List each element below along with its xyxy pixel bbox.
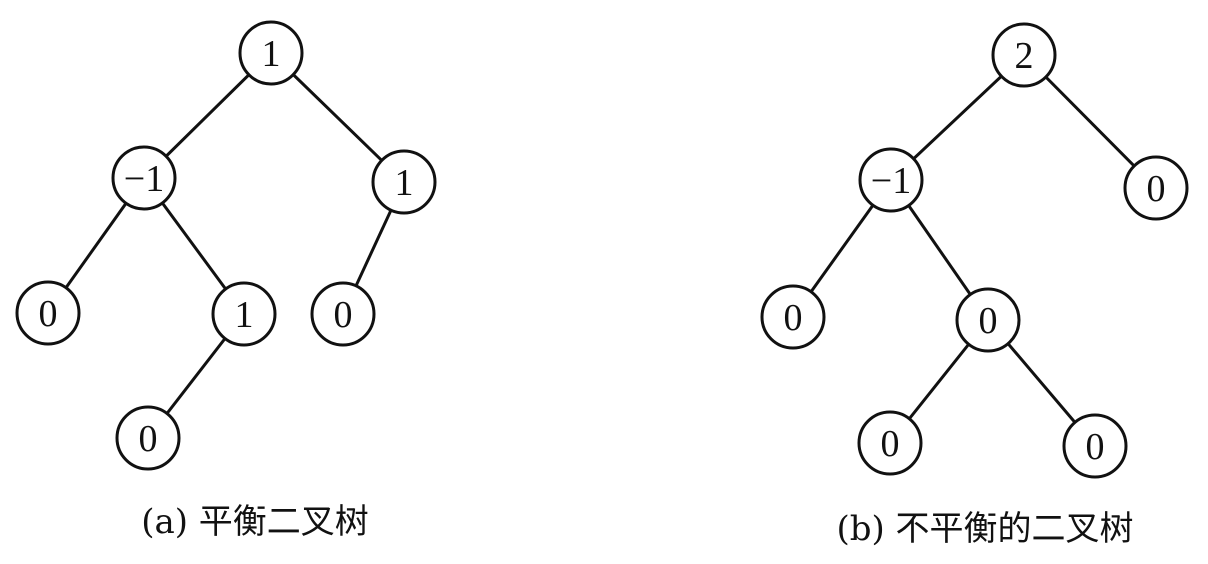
- node-balance-label: −1: [871, 160, 911, 202]
- tree-node-a5: 1: [211, 281, 277, 347]
- node-balance-label: 0: [334, 294, 353, 336]
- node-balance-label: 2: [1015, 35, 1034, 77]
- tree-node-a2: −1: [111, 145, 177, 211]
- tree-node-b5: 0: [955, 287, 1021, 353]
- node-circle: [858, 147, 924, 213]
- node-balance-label: 0: [139, 418, 158, 460]
- tree-node-a7: 0: [115, 405, 181, 471]
- node-balance-label: 1: [262, 33, 281, 75]
- node-circle: [111, 145, 177, 211]
- tree-node-a3: 1: [371, 149, 437, 215]
- node-circle: [115, 405, 181, 471]
- tree-node-b7: 0: [1062, 413, 1128, 479]
- node-circle: [857, 410, 923, 476]
- node-circle: [371, 149, 437, 215]
- tree-node-b4: 0: [760, 284, 826, 350]
- node-circle: [991, 22, 1057, 88]
- tree-node-a6: 0: [310, 281, 376, 347]
- caption-balanced-tree: (a) 平衡二叉树: [141, 502, 369, 542]
- node-circle: [310, 281, 376, 347]
- node-circle: [955, 287, 1021, 353]
- node-circle: [760, 284, 826, 350]
- tree-node-b1: 2: [991, 22, 1057, 88]
- node-balance-label: 0: [1086, 426, 1105, 468]
- tree-node-b6: 0: [857, 410, 923, 476]
- tree-node-a4: 0: [15, 280, 81, 346]
- node-circle: [1123, 155, 1189, 221]
- node-circle: [15, 280, 81, 346]
- tree-node-b3: 0: [1123, 155, 1189, 221]
- node-balance-label: 1: [395, 162, 414, 204]
- node-circle: [211, 281, 277, 347]
- node-balance-label: 0: [784, 297, 803, 339]
- node-balance-label: −1: [124, 158, 164, 200]
- node-circle: [1062, 413, 1128, 479]
- nodes-layer: 1 −1 1 0 1 0 0 2 −1 0 0 0 0 0: [15, 20, 1189, 479]
- node-balance-label: 0: [1147, 168, 1166, 210]
- node-balance-label: 0: [881, 423, 900, 465]
- tree-node-a1: 1: [238, 20, 304, 86]
- node-balance-label: 1: [235, 294, 254, 336]
- edges-layer: [46, 51, 1158, 447]
- node-balance-label: 0: [979, 300, 998, 342]
- caption-unbalanced-tree: (b) 不平衡的二叉树: [836, 509, 1133, 549]
- node-circle: [238, 20, 304, 86]
- tree-node-b2: −1: [858, 147, 924, 213]
- node-balance-label: 0: [39, 293, 58, 335]
